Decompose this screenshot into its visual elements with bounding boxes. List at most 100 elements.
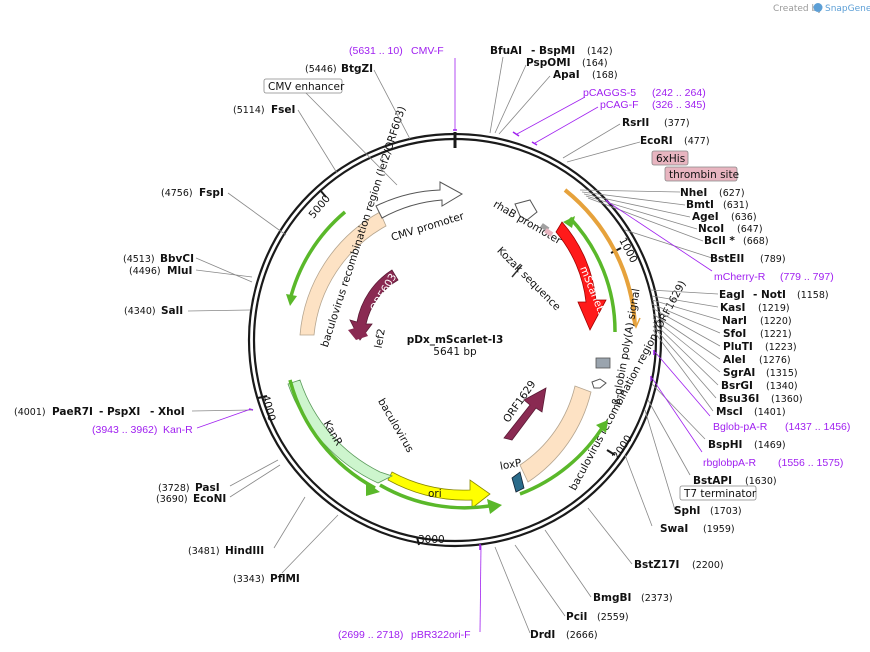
cmv-enhancer-label: CMV enhancer (268, 81, 345, 93)
site-bspmi[interactable]: - BspMI (531, 45, 575, 57)
site-pcii-pos: (2559) (597, 612, 629, 623)
site-pcii[interactable]: PciI (566, 611, 587, 623)
primer-pbr322ori-f-range: (2699 .. 2718) (338, 629, 403, 641)
site-bbvci[interactable]: BbvCI (160, 253, 194, 265)
site-sfoi[interactable]: SfoI (723, 328, 746, 340)
site-fspi[interactable]: FspI (199, 187, 224, 199)
site-nhei[interactable]: NheI (680, 187, 707, 199)
primer-mcherry-r-range: (779 .. 797) (780, 271, 834, 283)
cmv-promoter-feature[interactable] (375, 181, 464, 219)
site-pspxi[interactable]: - PspXI (99, 406, 140, 418)
site-noti[interactable]: - NotI (753, 289, 786, 301)
site-pasi[interactable]: PasI (195, 482, 220, 494)
orf1629-feature[interactable] (503, 387, 547, 441)
snapgene-logo-icon (813, 3, 823, 12)
primer-rbglobpa-r[interactable]: rbglobpA-R (703, 457, 757, 469)
primer-cmv-f[interactable]: CMV-F (411, 45, 444, 57)
site-pasi-pos: (3728) (158, 483, 190, 494)
lef2-label: lef2 (373, 328, 388, 350)
site-bsphi[interactable]: BspHI (708, 439, 742, 451)
primer-pcagf-range: (326 .. 345) (652, 99, 706, 111)
site-bcli[interactable]: BclI * (704, 235, 735, 247)
t7-terminator-feature[interactable] (591, 378, 607, 389)
site-bstapi[interactable]: BstAPI (693, 475, 732, 487)
loxp-label: loxP (499, 457, 522, 473)
primer-pcagf[interactable]: pCAG-F (600, 99, 639, 111)
site-fsei[interactable]: FseI (271, 104, 295, 116)
credit-prefix: Created by (773, 4, 823, 14)
site-pflmi[interactable]: PflMI (270, 573, 300, 585)
bac-lef2-feature[interactable] (299, 211, 387, 336)
site-alei[interactable]: AleI (723, 354, 746, 366)
site-bspmi-pos: (142) (587, 46, 613, 57)
primer-rbglobpa-r-range: (1556 .. 1575) (778, 457, 843, 469)
site-bmgbi[interactable]: BmgBI (593, 592, 631, 604)
site-econi[interactable]: EcoNI (193, 493, 226, 505)
site-rsrii[interactable]: RsrII (622, 117, 649, 129)
mscarlet-feature[interactable] (555, 221, 607, 331)
site-hindiii[interactable]: HindIII (225, 545, 264, 557)
site-eagi[interactable]: EagI (719, 289, 745, 301)
his-tag-box[interactable] (651, 150, 689, 166)
bac-orf1629-feature[interactable] (519, 385, 592, 483)
site-bstz17i[interactable]: BstZ17I (634, 559, 679, 571)
kanr-feature[interactable] (287, 379, 394, 484)
orf603-feature[interactable] (349, 269, 399, 341)
site-swai[interactable]: SwaI (660, 523, 688, 535)
site-bmti[interactable]: BmtI (686, 199, 714, 211)
site-bsrgi[interactable]: BsrGI (721, 380, 753, 392)
tick-4000: 4000 (259, 394, 278, 423)
site-drdi[interactable]: DrdI (530, 629, 555, 641)
site-pspomi[interactable]: PspOMI (526, 57, 571, 69)
site-mlui-pos: (4496) (129, 266, 161, 277)
site-bsu36i[interactable]: Bsu36I (719, 393, 759, 405)
thrombin-label: thrombin site (669, 169, 739, 181)
site-kasi[interactable]: KasI (720, 302, 745, 314)
lef2-feature[interactable] (348, 326, 368, 340)
site-mlui[interactable]: MluI (167, 265, 192, 277)
primer-bglob-pa-r[interactable]: Bglob-pA-R (713, 421, 768, 433)
site-xhoi[interactable]: - XhoI (150, 406, 185, 418)
site-paer7i[interactable]: PaeR7I (52, 406, 93, 418)
primer-pcaggs5-range: (242 .. 264) (652, 87, 706, 99)
site-ecori[interactable]: EcoRI (640, 135, 673, 147)
site-apai-pos: (168) (592, 70, 618, 81)
primer-kan-r[interactable]: Kan-R (163, 424, 193, 436)
rhab-promoter-feature[interactable] (514, 199, 538, 221)
site-ncoi[interactable]: NcoI (698, 223, 724, 235)
site-bsteii[interactable]: BstEII (710, 253, 744, 265)
site-sgrai[interactable]: SgrAI (723, 367, 755, 379)
thrombin-box[interactable] (664, 166, 738, 182)
polyA-feature[interactable] (595, 357, 611, 369)
site-bsphi-pos: (1469) (754, 440, 786, 451)
site-sali[interactable]: SalI (161, 305, 183, 317)
green-arc-arrowhead (563, 216, 575, 228)
site-bmti-pos: (631) (723, 200, 749, 211)
site-nari[interactable]: NarI (722, 315, 747, 327)
site-bfuai[interactable]: BfuAI (490, 45, 522, 57)
site-noti-pos: (1158) (797, 290, 829, 301)
tick-5000: 5000 (307, 193, 333, 221)
site-btgzi[interactable]: BtgZI (341, 63, 373, 75)
cmv-enhancer-box[interactable] (263, 78, 343, 94)
kozak-feature[interactable] (511, 264, 523, 278)
loxp-feature[interactable] (511, 471, 525, 493)
green-arc-bac-left-arrowhead (286, 294, 297, 306)
site-sali-pos: (4340) (124, 306, 156, 317)
site-sphi[interactable]: SphI (674, 505, 700, 517)
site-agei-pos: (636) (731, 212, 757, 223)
green-arc-kanr-arrowhead (366, 482, 380, 496)
primer-pbr322ori-f[interactable]: pBR322ori-F (411, 629, 471, 641)
his-tag-label: 6xHis (656, 153, 685, 165)
site-btgzi-pos: (5446) (305, 64, 337, 75)
site-bstapi-pos: (1630) (745, 476, 777, 487)
site-apai[interactable]: ApaI (553, 69, 580, 81)
t7-terminator-box[interactable] (679, 485, 757, 501)
site-pluti[interactable]: PluTI (723, 341, 753, 353)
credit-brand[interactable]: SnapGene (825, 4, 870, 14)
primer-mcherry-r[interactable]: mCherry-R (714, 271, 766, 283)
site-agei[interactable]: AgeI (692, 211, 719, 223)
site-msci[interactable]: MscI (716, 406, 743, 418)
primer-pcaggs5[interactable]: pCAGGS-5 (583, 87, 636, 99)
